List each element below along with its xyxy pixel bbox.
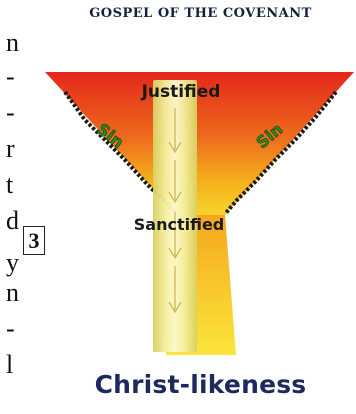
margin-glyph: t: [6, 172, 13, 198]
margin-glyph: l: [6, 352, 13, 378]
figure-number-box: 3: [23, 226, 45, 255]
margin-text-column: n - - r t d y n - l: [0, 0, 30, 414]
label-justified: Justified: [141, 82, 221, 102]
margin-glyph: -: [6, 316, 15, 342]
margin-glyph: -: [6, 64, 15, 90]
label-sanctified: Sanctified: [134, 215, 225, 234]
margin-glyph: n: [6, 30, 19, 56]
figure-panel: GOSPEL OF THE COVENANT: [45, 0, 356, 414]
margin-glyph: d: [6, 208, 19, 234]
margin-glyph: -: [6, 100, 15, 126]
funnel-diagram: Justified Sanctified Sin Sin: [45, 0, 356, 414]
figure-caption: Christ-likeness: [45, 370, 356, 399]
margin-glyph: y: [6, 250, 19, 276]
margin-glyph: n: [6, 280, 19, 306]
margin-glyph: r: [6, 136, 15, 162]
